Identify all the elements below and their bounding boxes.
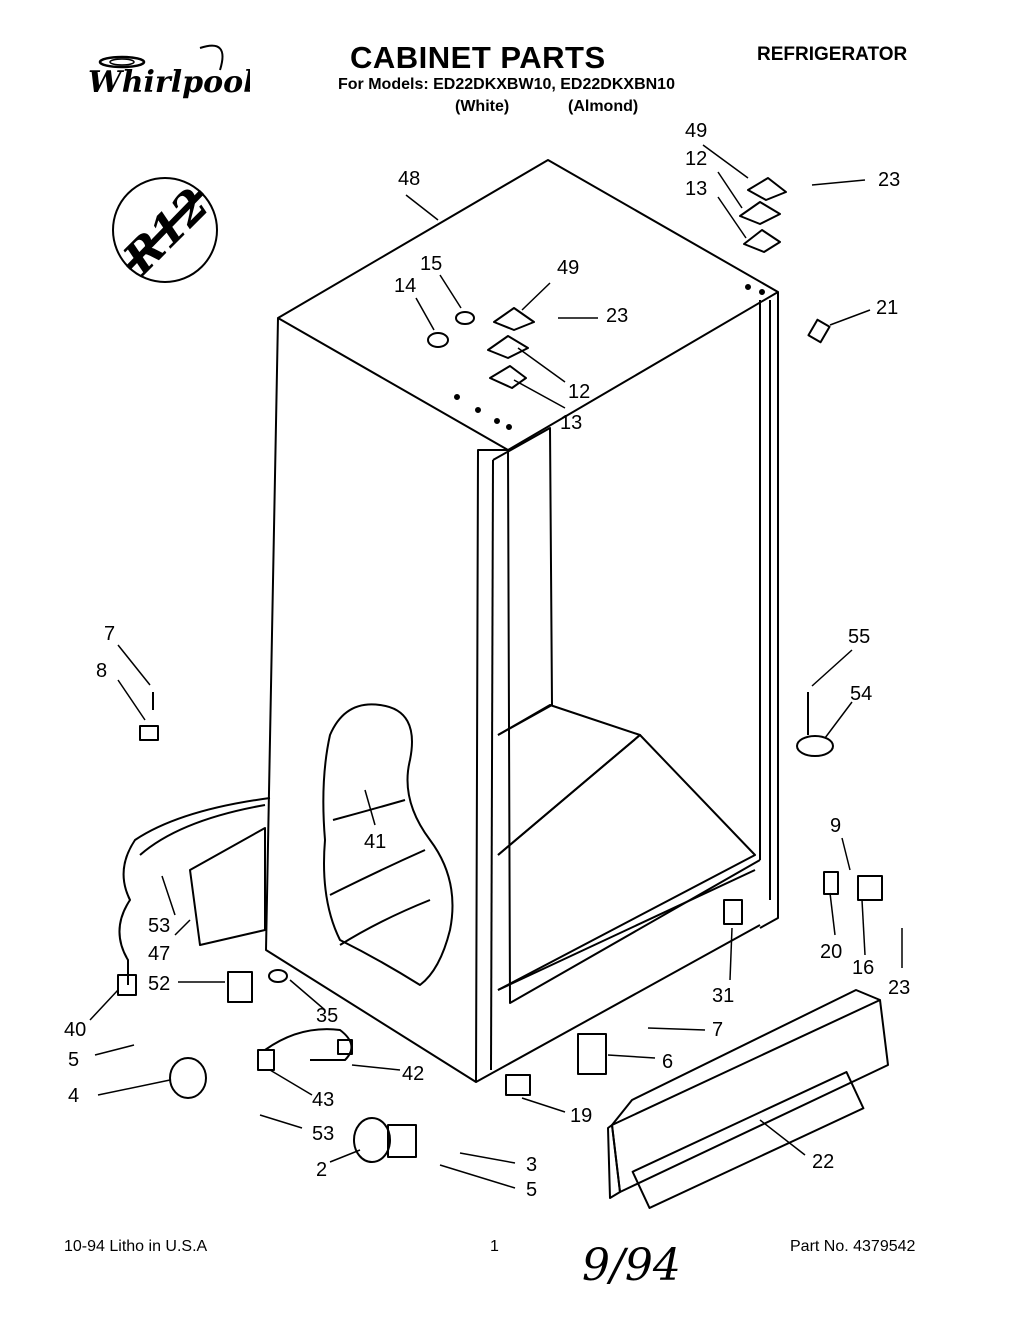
callout-label: 41: [364, 831, 386, 853]
callout-label: 20: [820, 941, 842, 963]
callout-label: 22: [812, 1151, 834, 1173]
side-parts-right: [505, 692, 883, 1096]
whirlpool-logo-icon: Whirlpool: [88, 44, 250, 100]
callout-label: 5: [526, 1179, 537, 1201]
variant-white: (White): [455, 98, 510, 115]
print-info: 10-94 Litho in U.S.A: [64, 1238, 208, 1255]
variant-almond: (Almond): [568, 98, 639, 115]
part-number: Part No. 4379542: [790, 1238, 916, 1255]
page-title: CABINET PARTS: [350, 40, 606, 75]
callout-label: 5: [68, 1049, 79, 1071]
callout-label: 52: [148, 973, 170, 995]
callout-label: 43: [312, 1089, 334, 1111]
power-cord: [117, 797, 271, 996]
callout-label: 15: [420, 253, 442, 275]
r12-badge: R12: [112, 177, 219, 286]
callout-label: 6: [662, 1051, 673, 1073]
callout-label: 48: [398, 168, 420, 190]
callout-label: 47: [148, 943, 170, 965]
callout-label: 9: [830, 815, 841, 837]
callout-label: 12: [685, 148, 707, 170]
callout-label: 8: [96, 660, 107, 682]
cabinet-shell: [265, 159, 779, 1083]
callout-label: 40: [64, 1019, 86, 1041]
callout-label: 23: [606, 305, 628, 327]
model-list: For Models: ED22DKXBW10, ED22DKXBN10: [338, 76, 675, 93]
callout-label: 4: [68, 1085, 79, 1107]
top-hinge-right: [739, 177, 831, 344]
callout-label: 49: [685, 120, 707, 142]
callout-label: 12: [568, 381, 590, 403]
callout-label: 54: [850, 683, 872, 705]
callout-label: 55: [848, 626, 870, 648]
appliance-category: REFRIGERATOR: [757, 44, 908, 65]
callout-label: 7: [712, 1019, 723, 1041]
callout-label: 31: [712, 985, 734, 1007]
front-grille: [607, 989, 889, 1209]
callout-label: 7: [104, 623, 115, 645]
callout-label: 53: [312, 1123, 334, 1145]
brand-logo: Whirlpool: [80, 40, 250, 110]
callout-label: 3: [526, 1154, 537, 1176]
callout-label: 19: [570, 1105, 592, 1127]
callout-label: 49: [557, 257, 579, 279]
brand-name: Whirlpool: [88, 65, 250, 100]
electrical-cover: [189, 827, 266, 946]
callout-label: 53: [148, 915, 170, 937]
callout-label: 2: [316, 1159, 327, 1181]
callout-label: 23: [878, 169, 900, 191]
callout-label: 13: [560, 412, 582, 434]
callout-label: 42: [402, 1063, 424, 1085]
callout-label: 21: [876, 297, 898, 319]
callout-label: 35: [316, 1005, 338, 1027]
callout-label: 23: [888, 977, 910, 999]
side-parts-left: [139, 692, 417, 1163]
top-hinge-center: [427, 307, 535, 430]
callout-label: 16: [852, 957, 874, 979]
callout-label: 14: [394, 275, 416, 297]
callout-label: 13: [685, 178, 707, 200]
handwritten-date: 9/94: [582, 1240, 681, 1291]
page-number: 1: [490, 1238, 499, 1255]
